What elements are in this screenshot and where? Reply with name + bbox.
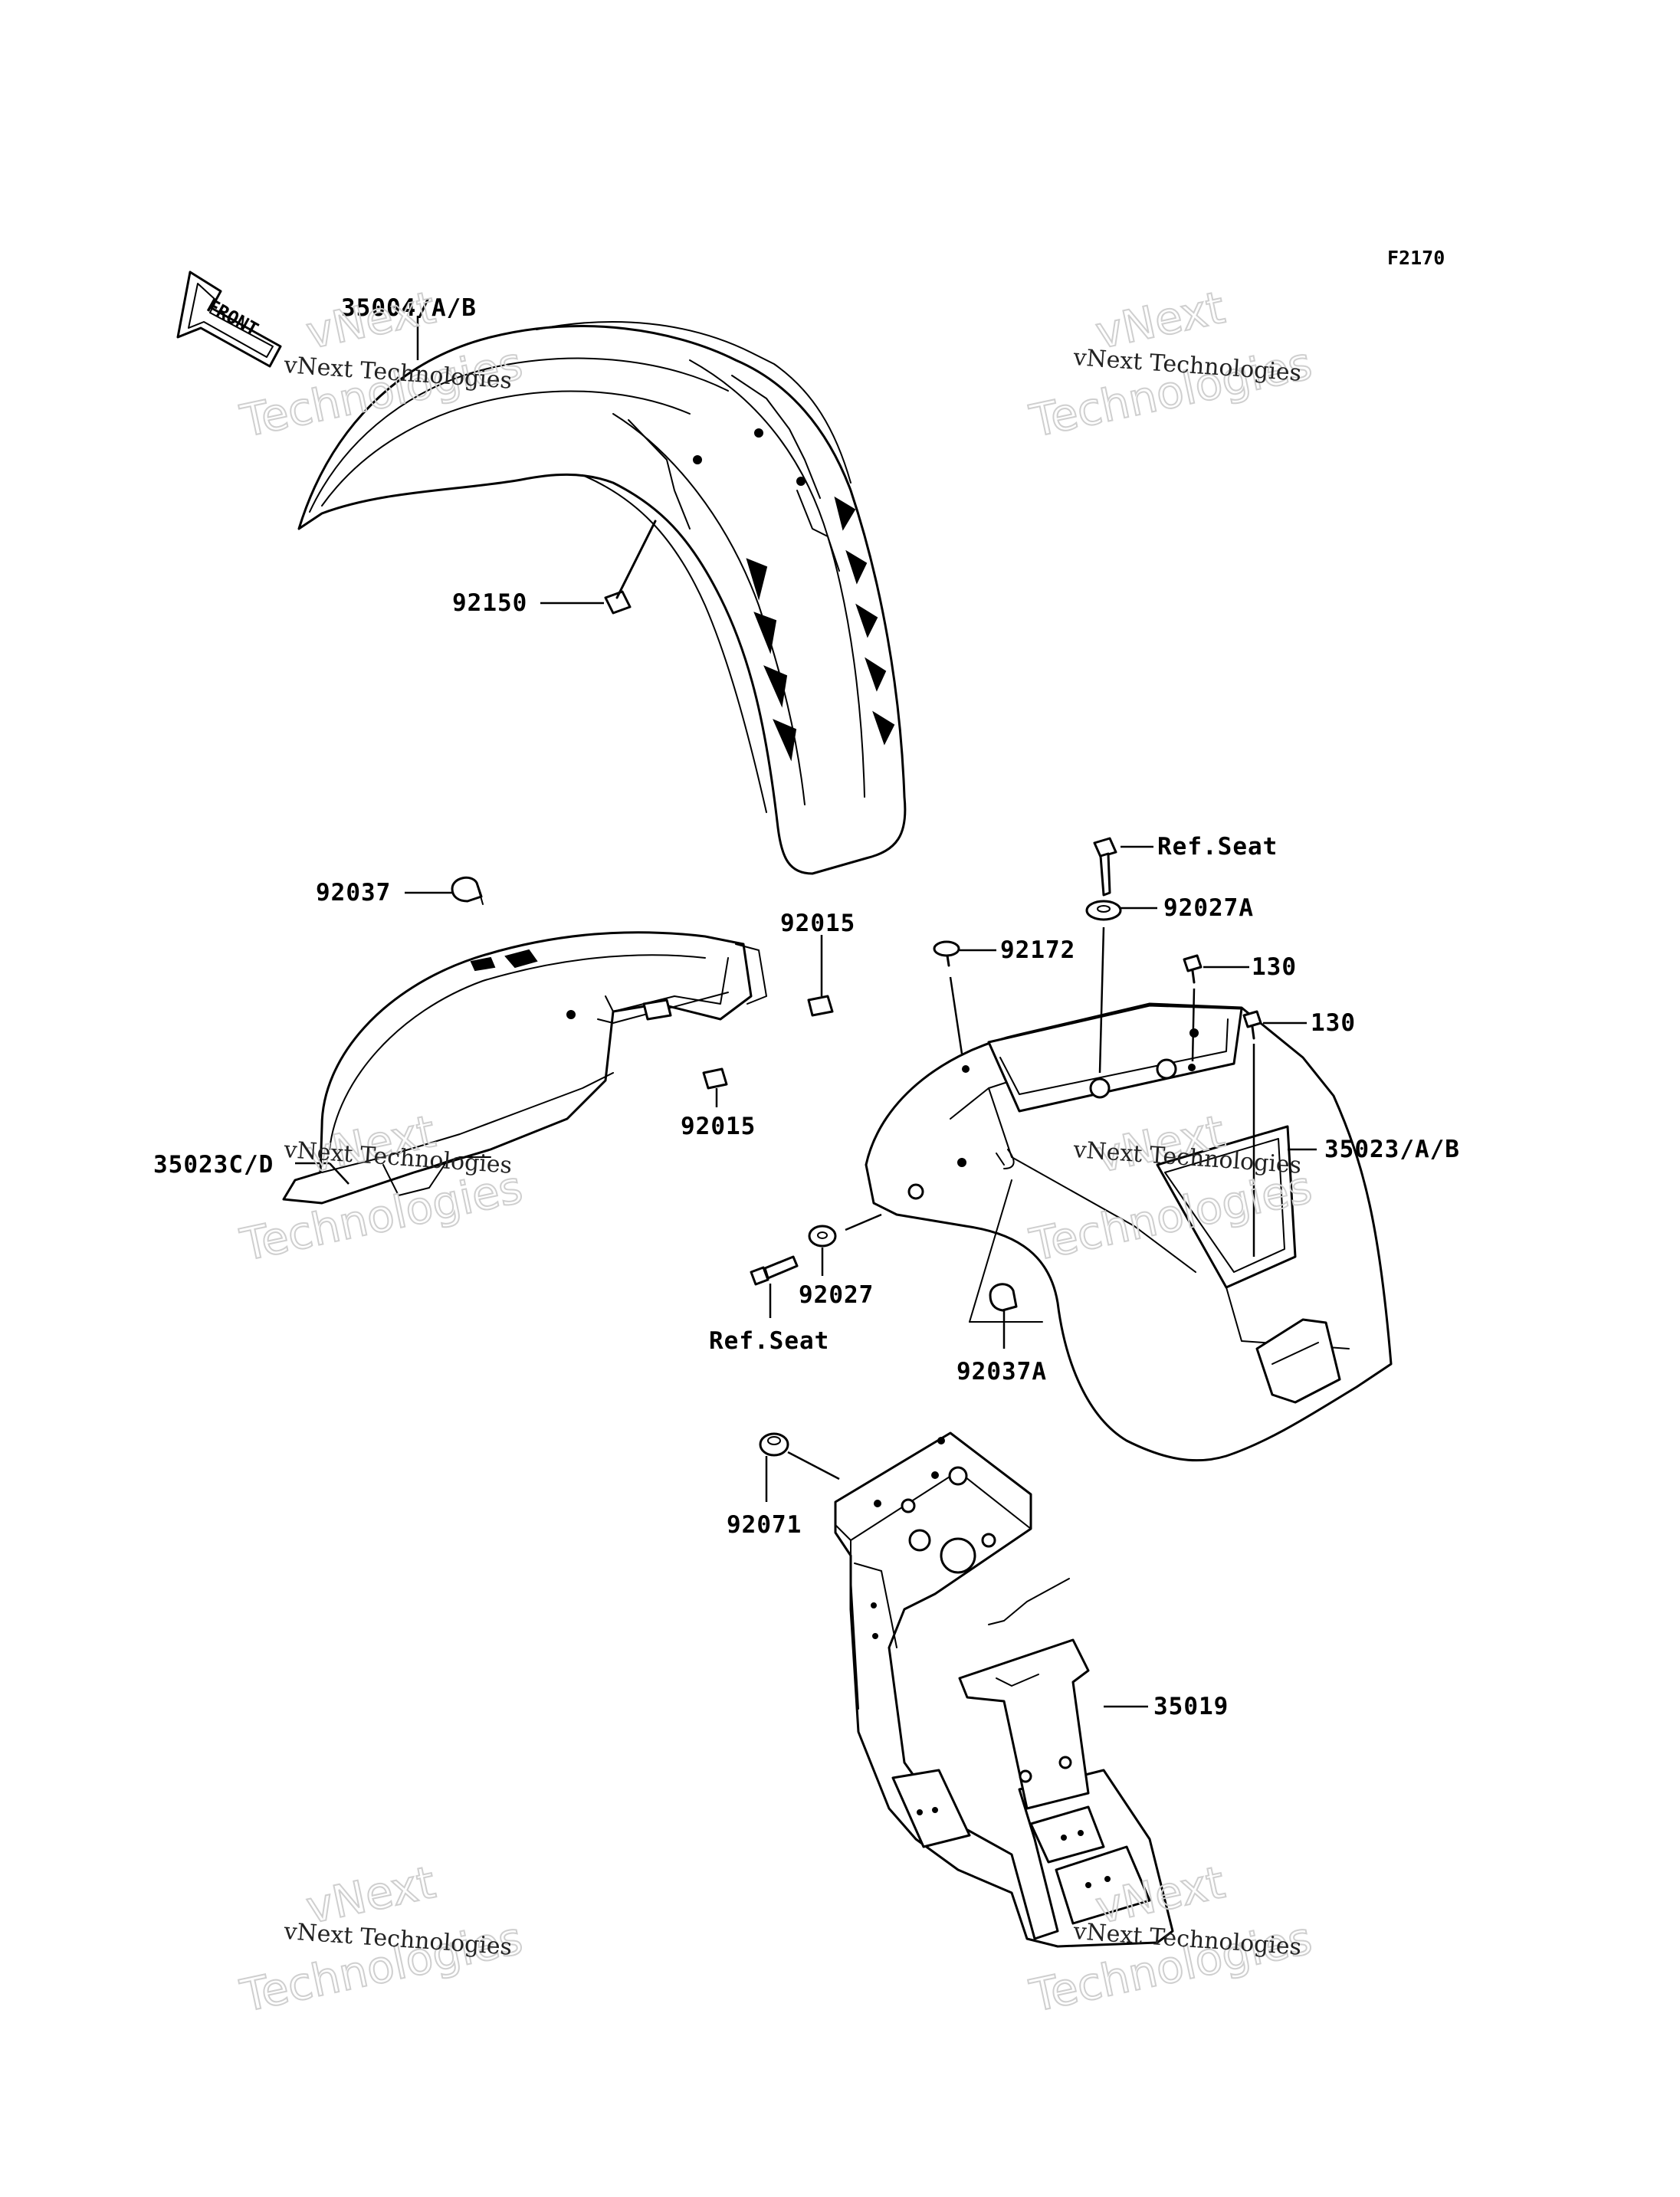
bolt-ref-seat-top-icon bbox=[1093, 837, 1117, 897]
nut-92015-top-icon bbox=[807, 995, 834, 1017]
clamp-92037-icon bbox=[451, 876, 484, 905]
svg-text:vNext: vNext bbox=[302, 281, 440, 359]
bolt-130-a-icon bbox=[1183, 954, 1203, 984]
bolt-ref-seat-bottom-icon bbox=[750, 1255, 799, 1286]
label-bolt-92150: 92150 bbox=[452, 589, 527, 617]
inner-fender-drawing bbox=[282, 931, 767, 1205]
label-rear-fender: 35023/A/B bbox=[1324, 1136, 1460, 1163]
bolt-130-b-icon bbox=[1242, 1010, 1262, 1040]
label-clamp-92037a: 92037A bbox=[956, 1358, 1047, 1385]
grommet-92071-icon bbox=[759, 1432, 789, 1457]
screw-92172-icon bbox=[933, 940, 960, 967]
bolt-92150-icon bbox=[604, 520, 657, 615]
front-arrow-icon: FRONT bbox=[176, 271, 282, 368]
clamp-92037a-icon bbox=[989, 1283, 1018, 1312]
label-front-fender: 35004/A/B bbox=[341, 294, 477, 322]
washer-92027a-icon bbox=[1085, 900, 1122, 921]
label-screw-92172: 92172 bbox=[1000, 936, 1075, 964]
watermark-bottom-left: vNext Technologies vNext Technologies bbox=[235, 1855, 528, 2023]
label-bolt-ref-seat-top: Ref.Seat bbox=[1157, 833, 1278, 861]
label-washer-92027: 92027 bbox=[799, 1281, 874, 1309]
figure-code: F2170 bbox=[1387, 247, 1445, 269]
nut-92015-bottom-icon bbox=[702, 1067, 728, 1090]
mudflap-bracket-drawing bbox=[834, 1431, 1174, 1948]
label-nut-92015-bottom: 92015 bbox=[681, 1113, 756, 1140]
label-grommet-92071: 92071 bbox=[727, 1511, 802, 1539]
label-flap-35019: 35019 bbox=[1153, 1693, 1229, 1720]
label-bolt-130-b: 130 bbox=[1311, 1009, 1356, 1037]
label-bolt-ref-seat-bottom: Ref.Seat bbox=[709, 1327, 829, 1355]
washer-92027-icon bbox=[808, 1225, 837, 1248]
label-inner-fender: 35023C/D bbox=[153, 1151, 274, 1179]
label-clamp-92037: 92037 bbox=[316, 879, 391, 907]
label-washer-92027a: 92027A bbox=[1163, 894, 1254, 922]
label-bolt-130-a: 130 bbox=[1252, 953, 1297, 981]
front-fender-drawing bbox=[297, 321, 907, 875]
watermark-top-right: vNext Technologies vNext Technologies bbox=[1025, 280, 1317, 448]
rear-fender-drawing bbox=[865, 1002, 1393, 1462]
label-nut-92015-top: 92015 bbox=[780, 910, 855, 937]
